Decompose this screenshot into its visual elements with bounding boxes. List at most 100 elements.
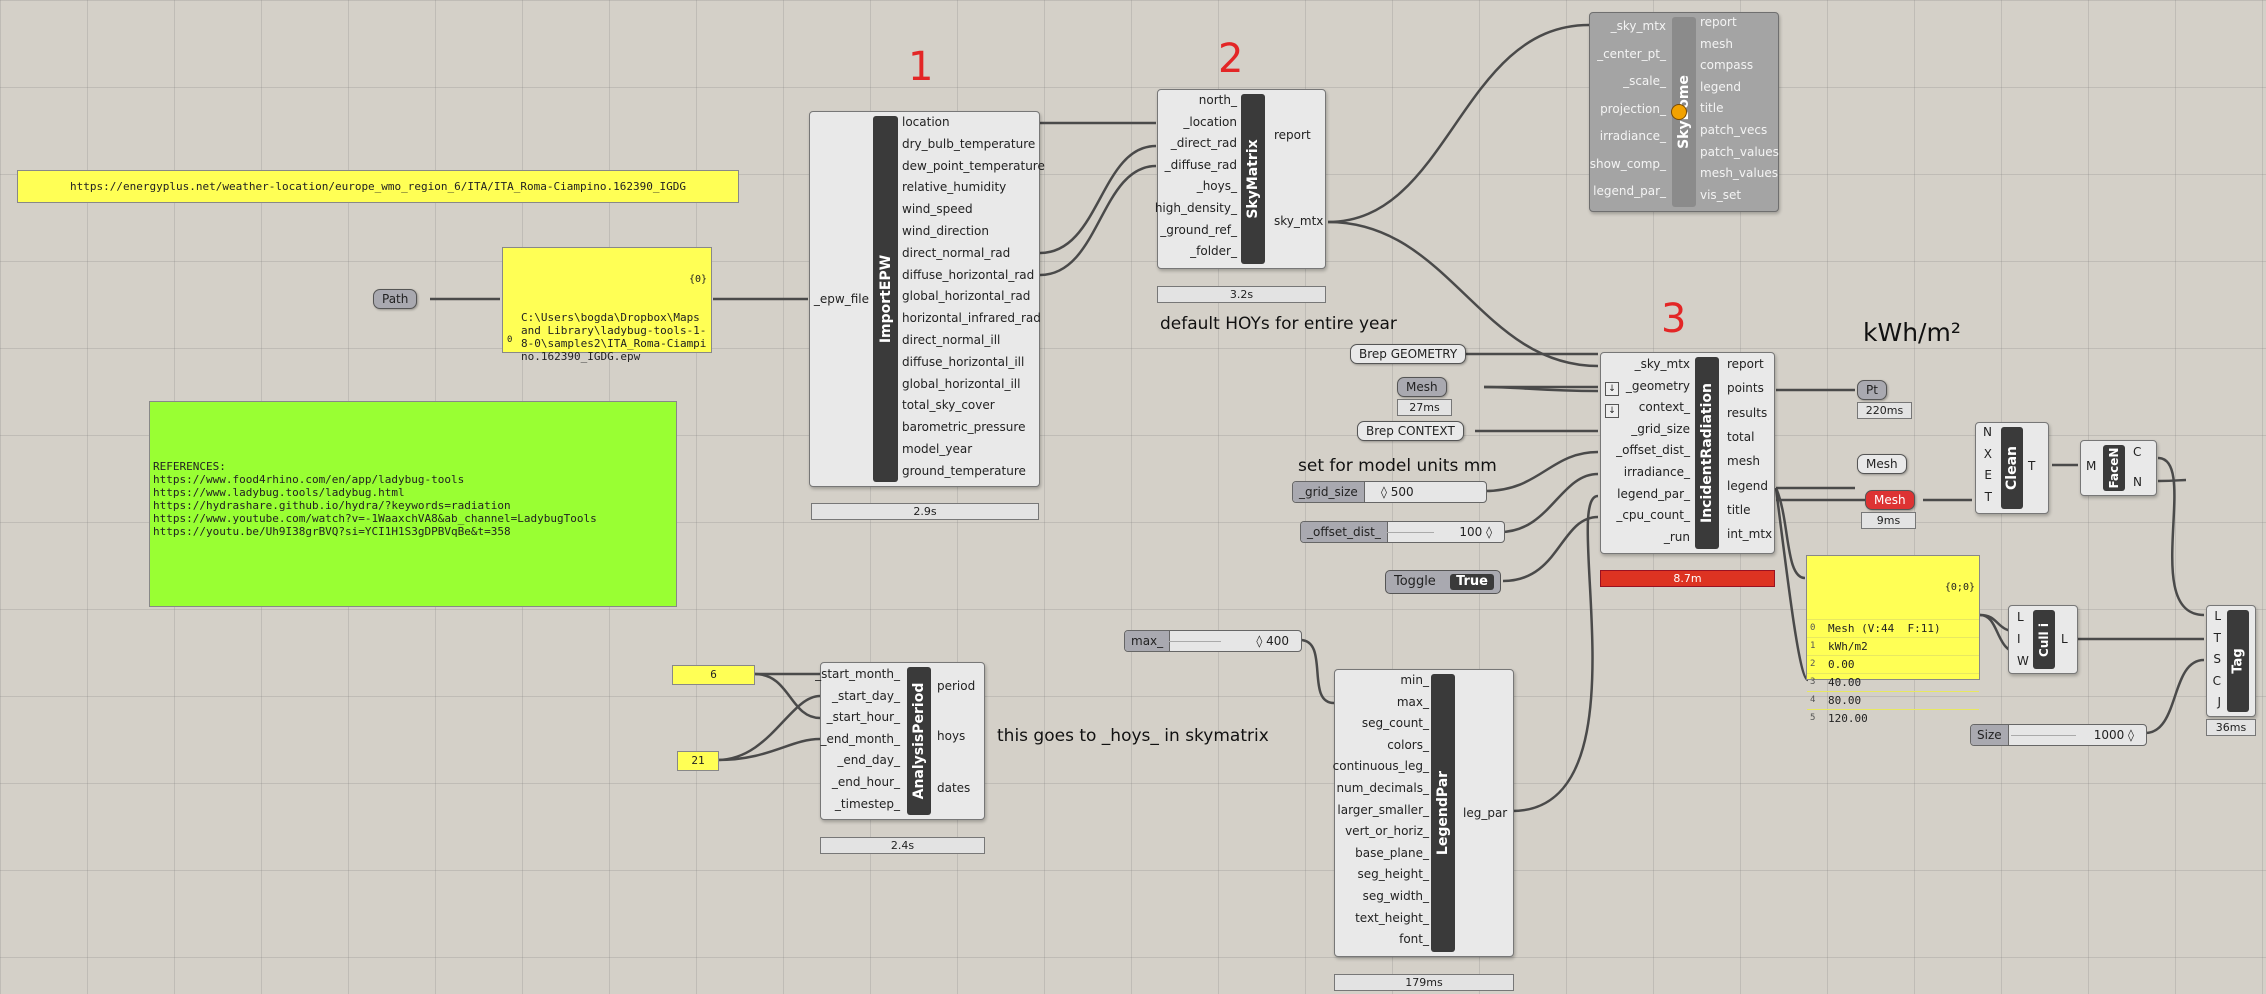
input-min[interactable]: min_ [1400,673,1429,687]
output-total-sky-cover[interactable]: total_sky_cover [902,398,995,413]
input-x[interactable]: X [1983,446,1992,461]
output-legend[interactable]: legend [1727,478,1768,493]
brep-geometry-param[interactable]: Brep GEOMETRY [1350,344,1467,364]
input-location[interactable]: _location [1183,114,1237,129]
mesh-output-param[interactable]: Mesh [1857,454,1907,474]
mesh-red-param[interactable]: Mesh [1865,490,1915,510]
grid-size-slider[interactable]: _grid_size ◊ 500 [1292,481,1487,503]
input-larger-smaller[interactable]: larger_smaller_ [1337,802,1429,817]
output-legend[interactable]: legend [1700,79,1741,94]
cull-index-component[interactable]: L I W Cull i L [2008,605,2078,674]
max-slider[interactable]: max_ ◊ 400 [1124,630,1302,652]
input-direct-rad[interactable]: _direct_rad [1170,136,1237,151]
run-toggle[interactable]: Toggle True [1385,570,1501,594]
start-month-panel[interactable]: 6 [672,665,755,685]
input-end-hour[interactable]: _end_hour_ [831,775,900,789]
output-location[interactable]: location [902,115,950,129]
output-total[interactable]: total [1727,429,1755,444]
input-diffuse-rad[interactable]: _diffuse_rad [1164,157,1237,172]
mesh-param[interactable]: Mesh [1397,377,1447,397]
input-hoys[interactable]: _hoys_ [1196,179,1237,194]
input-seg-width[interactable]: seg_width_ [1362,889,1429,903]
input-m[interactable]: M [2086,459,2097,473]
path-param[interactable]: Path [373,289,418,309]
input-irradiance[interactable]: irradiance_ [1623,465,1690,479]
output-dew-point-temperature[interactable]: dew_point_temperature [902,158,1045,173]
output-c[interactable]: C [2133,445,2142,459]
input-seg-count[interactable]: seg_count_ [1361,716,1429,731]
output-results[interactable]: results [1727,405,1768,420]
input-w[interactable]: W [2017,654,2029,668]
input-t[interactable]: T [2213,630,2221,645]
input-show-comp[interactable]: show_comp_ [1589,156,1666,171]
output-report[interactable]: report [1700,15,1737,29]
input-j[interactable]: J [2217,695,2221,710]
sky-matrix-component[interactable]: north__location_direct_rad_diffuse_rad_h… [1155,89,1326,269]
output-patch-values[interactable]: patch_values [1700,144,1779,159]
output-direct-normal-ill[interactable]: direct_normal_ill [902,333,1001,347]
input-l[interactable]: L [2017,610,2024,624]
output-sky-mtx[interactable]: sky_mtx [1274,214,1324,228]
input-text-height[interactable]: text_height_ [1355,910,1429,925]
input-grid-size[interactable]: _grid_size [1631,421,1690,436]
analysis-period-component[interactable]: _start_month__start_day__start_hour__end… [815,662,985,820]
input-scale[interactable]: _scale_ [1623,74,1666,88]
output-wind-direction[interactable]: wind_direction [902,224,989,238]
input-center-pt[interactable]: _center_pt_ [1597,46,1666,61]
output-report[interactable]: report [1727,357,1764,371]
output-patch-vecs[interactable]: patch_vecs [1700,123,1768,137]
brep-context-param[interactable]: Brep CONTEXT [1357,421,1464,441]
output-points[interactable]: points [1727,381,1764,396]
input-irradiance[interactable]: irradiance_ [1599,129,1666,143]
output-period[interactable]: period [937,679,976,693]
input-ground-ref[interactable]: _ground_ref_ [1160,222,1237,237]
face-normals-component[interactable]: M FaceN C N [2080,440,2157,496]
end-day-panel[interactable]: 21 [677,751,719,771]
input-l[interactable]: L [2214,609,2221,623]
input-i[interactable]: I [2017,632,2021,646]
output-ground-temperature[interactable]: ground_temperature [902,463,1026,478]
input-c[interactable]: C [2212,673,2221,688]
input-num-decimals[interactable]: num_decimals_ [1336,781,1429,795]
input-e[interactable]: E [1984,468,1992,483]
input-vert-or-horiz[interactable]: vert_or_horiz_ [1345,824,1429,839]
size-slider[interactable]: Size 1000 ◊ [1970,724,2147,746]
url-panel[interactable]: https://energyplus.net/weather-location/… [17,170,739,203]
input-continuous-leg[interactable]: continuous_leg_ [1332,759,1429,774]
output-dates[interactable]: dates [937,781,971,795]
output-diffuse-horizontal-rad[interactable]: diffuse_horizontal_rad [902,267,1035,282]
input-legend-par[interactable]: legend_par_ [1617,486,1690,501]
pt-param[interactable]: Pt [1857,380,1887,400]
input-seg-height[interactable]: seg_height_ [1357,867,1429,882]
input-end-month[interactable]: _end_month_ [820,731,900,746]
output-int-mtx[interactable]: int_mtx [1727,527,1773,542]
input-sky-mtx[interactable]: _sky_mtx [1634,357,1690,371]
output-mesh[interactable]: mesh [1700,36,1733,51]
output-l[interactable]: L [2061,632,2068,646]
output-report[interactable]: report [1274,128,1311,142]
input-font[interactable]: font_ [1399,932,1429,947]
output-title[interactable]: title [1727,502,1751,517]
output-mesh-values[interactable]: mesh_values [1700,166,1778,181]
input-end-day[interactable]: _end_day_ [837,753,900,768]
output-hoys[interactable]: hoys [937,729,966,743]
output-global-horizontal-ill[interactable]: global_horizontal_ill [902,376,1021,391]
input-n[interactable]: N [1983,425,1992,439]
input-cpu-count[interactable]: _cpu_count_ [1616,508,1690,523]
input-sky-mtx[interactable]: _sky_mtx [1610,19,1666,33]
legend-par-component[interactable]: min_max_seg_count_colors_continuous_leg_… [1332,669,1514,957]
output-wind-speed[interactable]: wind_speed [902,202,973,217]
input-start-month[interactable]: _start_month_ [815,667,900,681]
input-start-day[interactable]: _start_day_ [831,688,900,703]
output-model-year[interactable]: model_year [902,442,973,456]
input-legend-par[interactable]: legend_par_ [1593,184,1666,198]
output-leg-par[interactable]: leg_par [1463,806,1508,820]
output-diffuse-horizontal-ill[interactable]: diffuse_horizontal_ill [902,354,1025,369]
output-relative-humidity[interactable]: relative_humidity [902,180,1007,195]
sky-dome-component[interactable]: _sky_mtx_center_pt__scale_projection_irr… [1589,12,1779,212]
